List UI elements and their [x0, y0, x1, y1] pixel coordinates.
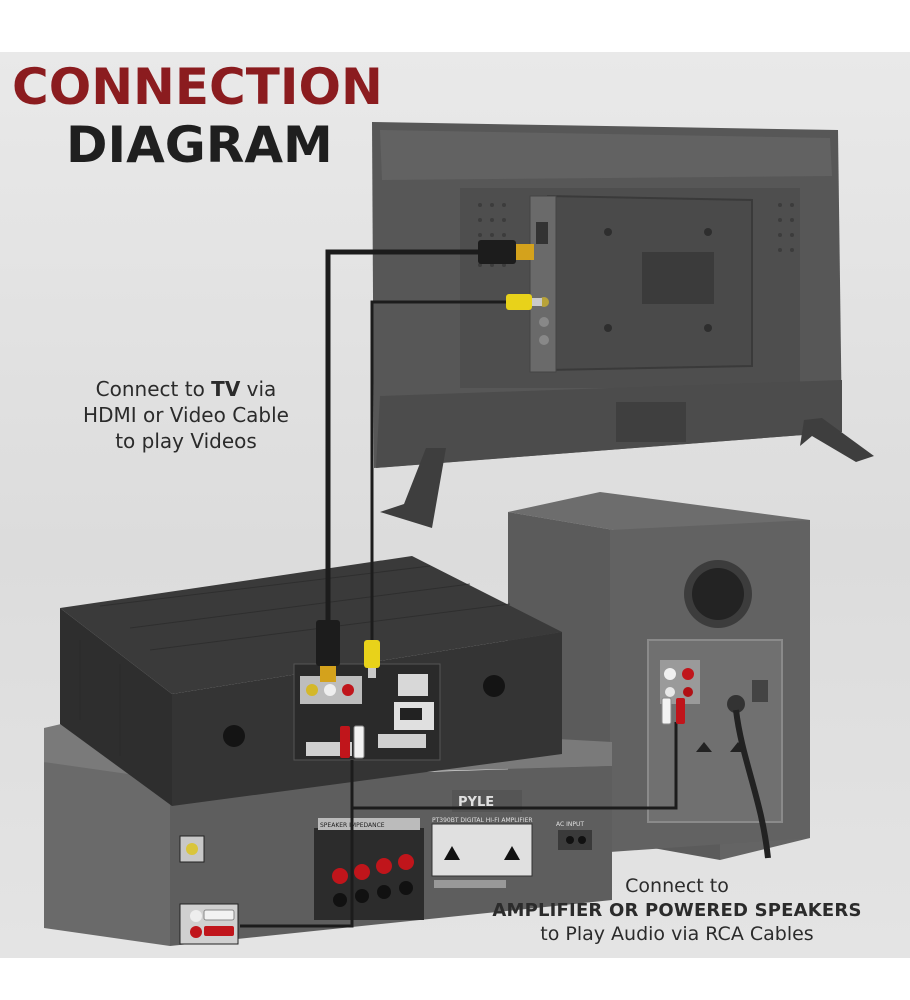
tv-illustration — [372, 122, 874, 528]
tv-note-line3: to play Videos — [115, 429, 257, 453]
rca-red-plug-player — [340, 726, 350, 758]
tv-connection-note: Connect to TV via HDMI or Video Cable to… — [56, 376, 316, 454]
amp-note-line3: to Play Audio via RCA Cables — [540, 923, 814, 946]
rca-white-plug-player — [353, 725, 365, 759]
media-player-illustration — [60, 556, 562, 806]
amp-connection-note: Connect to AMPLIFIER OR POWERED SPEAKERS… — [452, 874, 902, 947]
brand-label: PYLE — [458, 795, 494, 810]
amp-note-line2: AMPLIFIER OR POWERED SPEAKERS — [492, 899, 862, 921]
rca-audio-cable-speaker — [350, 722, 678, 810]
rca-yellow-plug-player — [364, 640, 380, 668]
tv-stand-left — [380, 448, 446, 528]
amp-model-label: PT390BT DIGITAL HI-FI AMPLIFIER — [432, 817, 533, 824]
rca-yellow-plug-tv — [506, 294, 532, 310]
tv-note-line1: Connect to TV via — [95, 377, 277, 401]
amp-note-line1: Connect to — [625, 875, 729, 897]
diagram-title-line1: CONNECTION — [12, 58, 383, 116]
rca-audio-cable-amp — [240, 808, 354, 928]
cables — [203, 240, 685, 936]
video-cable — [370, 300, 508, 640]
speaker-impedance-label: SPEAKER IMPEDANCE — [320, 822, 385, 829]
hdmi-cable — [325, 249, 478, 640]
hdmi-plug-player — [316, 620, 340, 666]
diagram-title-line2: DIAGRAM — [66, 116, 333, 174]
ac-input-label: AC INPUT — [556, 821, 584, 828]
tv-note-line2: HDMI or Video Cable — [83, 403, 289, 427]
tv-stand-right — [800, 418, 874, 462]
hdmi-plug-tv — [478, 240, 516, 264]
